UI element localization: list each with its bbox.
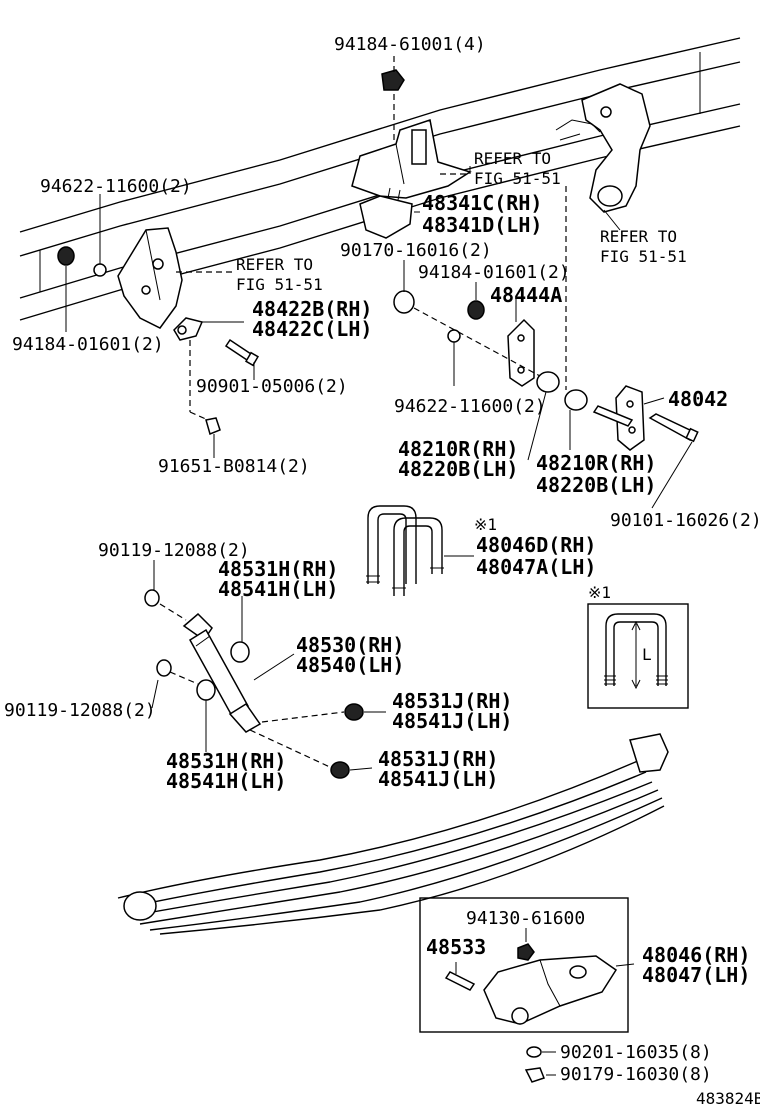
nut-90179: [524, 1067, 545, 1083]
leader-lines: [65, 56, 693, 1076]
cushion-48531J-b: [330, 761, 350, 779]
label-refer-left-1: REFER TO: [236, 255, 313, 274]
rear-hanger-bracket: [555, 83, 651, 213]
label-90901: 90901-05006(2): [196, 376, 348, 397]
bolt-90101-a: [592, 405, 634, 427]
label-48220B-a: 48220B(LH): [398, 457, 518, 481]
footer-code: 483824B: [696, 1089, 760, 1108]
front-hanger-bracket: [117, 227, 183, 329]
nut-90201: [526, 1046, 542, 1058]
label-48341C: 48341C(RH): [422, 191, 542, 215]
part-labels: 94184-61001(4) 94622-11600(2) REFER TO F…: [4, 34, 760, 1108]
label-48047: 48047(LH): [642, 963, 750, 987]
label-48422B: 48422B(RH): [252, 297, 372, 321]
label-48541H-a: 48541H(LH): [218, 577, 338, 601]
bump-stopper: [359, 195, 413, 239]
leaf-spring: [117, 733, 669, 935]
shackle-48042: [615, 385, 645, 451]
cushion-48531J-a: [344, 703, 364, 721]
label-inset-mark: ※1: [588, 583, 611, 602]
label-90119-b: 90119-12088(2): [4, 700, 156, 721]
label-refer-mid-1: REFER TO: [474, 149, 551, 168]
label-90179: 90179-16030(8): [560, 1064, 712, 1085]
label-94184-01601-left: 94184-01601(2): [12, 334, 164, 355]
label-inset-L: L: [642, 645, 652, 664]
label-48210R-a: 48210R(RH): [398, 437, 518, 461]
label-94622-11600-top: 94622-11600(2): [40, 176, 192, 197]
shackle-plate-48444A: [507, 318, 535, 387]
label-48541H-b: 48541H(LH): [166, 769, 286, 793]
label-94184-61001: 94184-61001(4): [334, 34, 486, 55]
label-refer-right-1: REFER TO: [600, 227, 677, 246]
label-refer-right-2: FIG 51-51: [600, 247, 687, 266]
bushing-48531H-b: [196, 679, 216, 701]
label-48533: 48533: [426, 935, 486, 959]
nut-94184-01601-right: [467, 300, 485, 320]
bushing-48210R-a: [536, 371, 560, 393]
washer-94622-11600: [93, 263, 107, 277]
label-48541J-a: 48541J(LH): [392, 709, 512, 733]
label-refer-mid-2: FIG 51-51: [474, 169, 561, 188]
label-note-mark-1: ※1: [474, 515, 497, 534]
label-48530: 48530(RH): [296, 633, 404, 657]
label-48444A: 48444A: [490, 283, 562, 307]
label-48341D: 48341D(LH): [422, 213, 542, 237]
label-48422C: 48422C(LH): [252, 317, 372, 341]
bushing-48210R-b: [564, 389, 588, 411]
washer-90119-a: [144, 589, 160, 607]
label-48220B-b: 48220B(LH): [536, 473, 656, 497]
label-90201: 90201-16035(8): [560, 1042, 712, 1063]
bushing-90170: [393, 290, 415, 314]
label-48042: 48042: [668, 387, 728, 411]
shock-absorber-48530: [182, 612, 262, 733]
label-94184-01601-right: 94184-01601(2): [418, 262, 570, 283]
label-48531H-a: 48531H(RH): [218, 557, 338, 581]
label-48210R-b: 48210R(RH): [536, 451, 656, 475]
u-bolts-48046D: [366, 505, 444, 596]
label-48531J-a: 48531J(RH): [392, 689, 512, 713]
label-48531J-b: 48531J(RH): [378, 747, 498, 771]
label-48046: 48046(RH): [642, 943, 750, 967]
label-48047A: 48047A(LH): [476, 555, 596, 579]
label-refer-left-2: FIG 51-51: [236, 275, 323, 294]
nut-94184-61001: [381, 69, 405, 91]
label-90101: 90101-16026(2): [610, 510, 760, 531]
nut-94184-01601: [57, 246, 75, 266]
washer-90119-b: [156, 659, 172, 677]
label-94622-11600-mid: 94622-11600(2): [394, 396, 546, 417]
upper-center-bracket: [351, 119, 472, 199]
label-94130: 94130-61600: [466, 908, 585, 929]
inset-u-bolt-detail: [587, 603, 689, 709]
label-48541J-b: 48541J(LH): [378, 767, 498, 791]
label-48531H-b: 48531H(RH): [166, 749, 286, 773]
label-90119-a: 90119-12088(2): [98, 540, 250, 561]
label-90170: 90170-16016(2): [340, 240, 492, 261]
label-48046D: 48046D(RH): [476, 533, 596, 557]
label-91651: 91651-B0814(2): [158, 456, 310, 477]
label-48540: 48540(LH): [296, 653, 404, 677]
bushing-48531H-a: [230, 641, 250, 663]
bolt-91651: [205, 417, 221, 436]
